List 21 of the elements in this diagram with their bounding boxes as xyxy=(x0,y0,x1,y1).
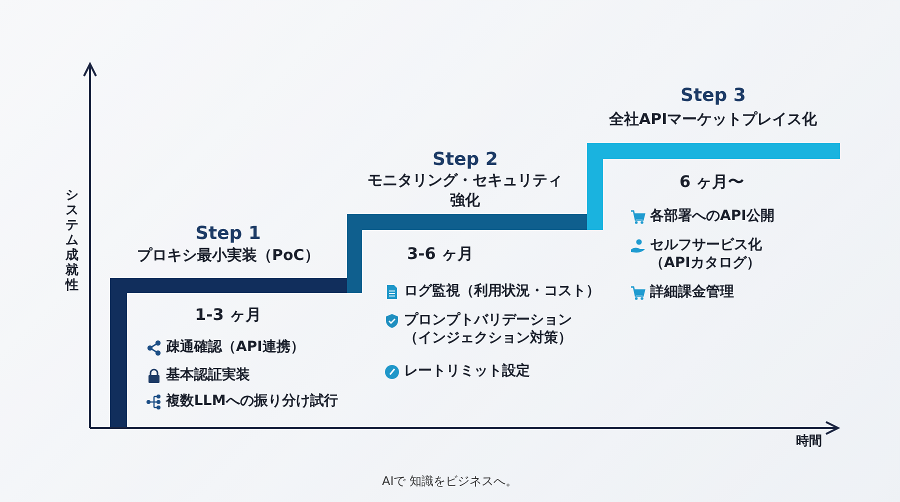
task-text: 疎通確認（API連携） xyxy=(166,338,304,356)
tagline: AIで 知識をビジネスへ。 xyxy=(382,474,518,490)
task-text: 基本認証実装 xyxy=(166,366,250,384)
axis-label: 時間 xyxy=(796,434,822,451)
step-heading: Step 2 xyxy=(432,148,498,172)
task-text: 詳細課金管理 xyxy=(650,283,734,302)
duration-label: 6 ヶ月〜 xyxy=(680,172,744,193)
axis-label: システム成就性 xyxy=(65,188,79,293)
step-heading: Step 3 xyxy=(680,84,746,108)
step-title: モニタリング・セキュリティ強化 xyxy=(366,171,564,210)
duration-label: 3-6 ヶ月 xyxy=(407,244,474,265)
task-text: プロンプトバリデーション（インジェクション対策） xyxy=(404,311,573,348)
task-text: ログ監視（利用状況・コスト） xyxy=(404,282,600,300)
task-text: 各部署へのAPI公開 xyxy=(650,207,774,226)
task-text: セルフサービス化（APIカタログ） xyxy=(650,236,763,272)
step-title: 全社APIマーケットプレイス化 xyxy=(609,110,818,130)
step-title: プロキシ最小実装（PoC） xyxy=(137,246,320,266)
task-text: 複数LLMへの振り分け試行 xyxy=(166,392,338,410)
task-text: レートリミット設定 xyxy=(404,362,530,380)
duration-label: 1-3 ヶ月 xyxy=(195,305,262,326)
step-heading: Step 1 xyxy=(196,222,261,246)
